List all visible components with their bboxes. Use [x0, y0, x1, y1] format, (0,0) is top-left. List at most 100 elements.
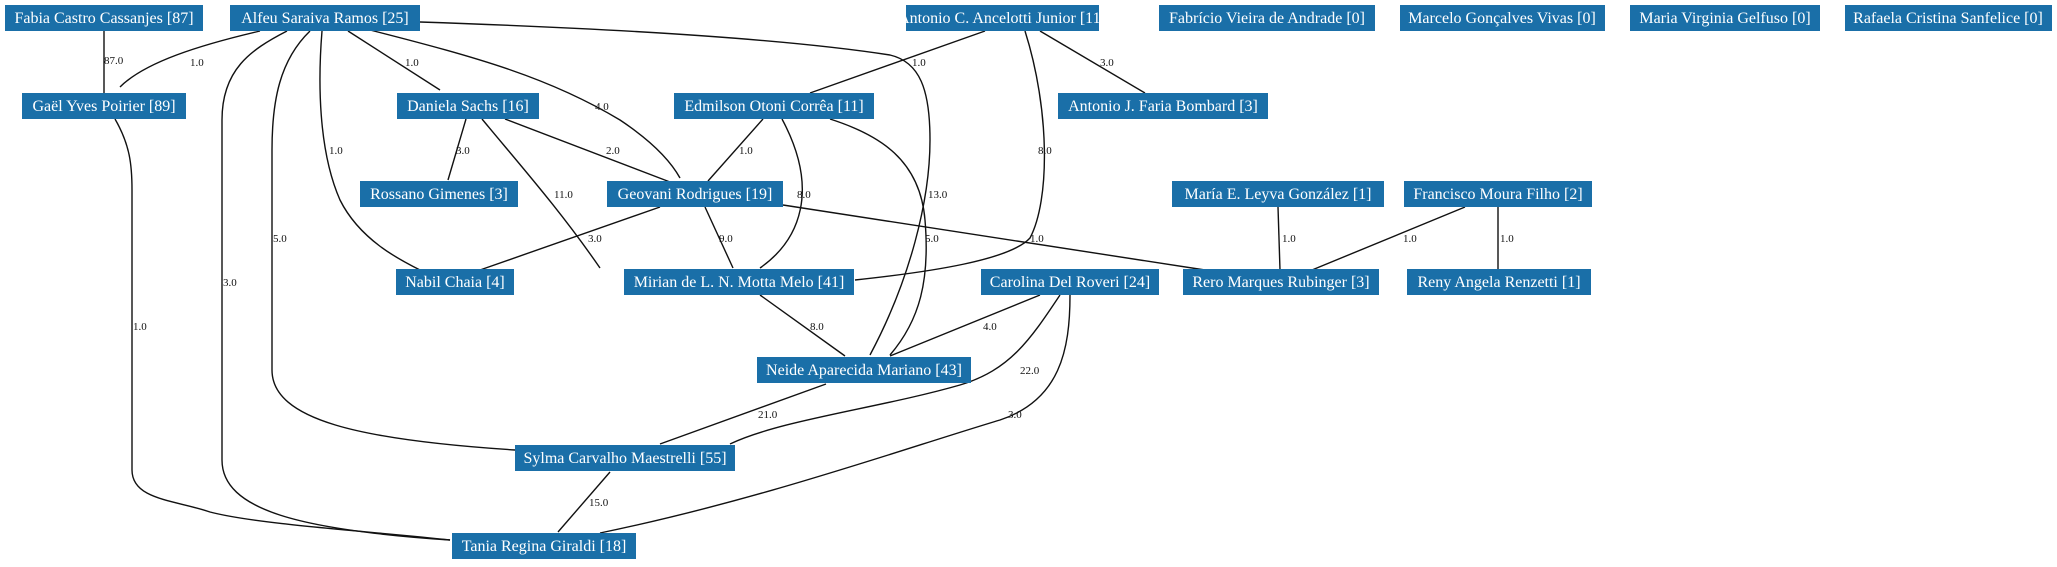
node-label: Gaël Yves Poirier [89] [32, 98, 175, 115]
edge-label-geovani-rero: 1.0 [1030, 233, 1044, 245]
edge-label-antonio_c-edmilson: 1.0 [912, 57, 926, 69]
edge-alfeu-neide [419, 21, 931, 356]
node-mirian[interactable]: Mirian de L. N. Motta Melo [41] [624, 269, 854, 295]
edge-label-alfeu-daniela: 1.0 [405, 57, 419, 69]
node-box [230, 5, 420, 31]
edge-label-daniela-rossano: 3.0 [456, 145, 470, 157]
edge-alfeu-geovani [369, 29, 681, 179]
edge-label-antonio_c-mirian: 8.0 [1038, 145, 1052, 157]
node-box [5, 5, 203, 31]
node-maria-e[interactable]: María E. Leyva González [1] [1172, 181, 1384, 207]
node-sylma[interactable]: Sylma Carvalho Maestrelli [55] [515, 445, 735, 471]
edge-label-carolina-sylma: 22.0 [1020, 365, 1040, 377]
node-tania[interactable]: Tania Regina Giraldi [18] [452, 533, 636, 559]
edges-layer: 87.0 1.0 1.0 4.0 1.0 5.0 3.0 13.0 1.0 3.… [103, 21, 1514, 541]
node-label: Mirian de L. N. Motta Melo [41] [634, 274, 845, 291]
node-label: Tania Regina Giraldi [18] [462, 538, 627, 555]
edge-antonio_c-mirian [854, 30, 1046, 281]
node-label: María E. Leyva González [1] [1184, 186, 1371, 203]
node-rero[interactable]: Rero Marques Rubinger [3] [1183, 269, 1379, 295]
edge-daniela-geovani [504, 118, 671, 183]
node-box [607, 181, 783, 207]
edge-label-alfeu-geovani: 4.0 [595, 101, 609, 113]
edge-alfeu-gael [119, 30, 261, 88]
edge-edmilson-mirian [759, 118, 803, 269]
node-daniela[interactable]: Daniela Sachs [16] [397, 93, 539, 119]
edge-label-fabia-gael: 87.0 [104, 55, 124, 67]
edge-daniela-rossano [447, 118, 467, 181]
edge-label-alfeu-neide: 13.0 [928, 189, 948, 201]
node-box [1400, 5, 1605, 31]
edge-carolina-neide [889, 294, 1041, 357]
node-nabil[interactable]: Nabil Chaia [4] [396, 269, 514, 295]
node-label: Antonio J. Faria Bombard [3] [1068, 98, 1258, 115]
edge-alfeu-nabil [319, 30, 421, 271]
node-rafaela[interactable]: Rafaela Cristina Sanfelice [0] [1845, 5, 2052, 31]
node-gael[interactable]: Gaël Yves Poirier [89] [22, 93, 186, 119]
node-label: Neide Aparecida Mariano [43] [766, 362, 962, 379]
node-maria-v[interactable]: Maria Virginia Gelfuso [0] [1630, 5, 1820, 31]
edge-label-geovani-mirian: 9.0 [719, 233, 733, 245]
node-fabia[interactable]: Fabia Castro Cassanjes [87] [5, 5, 203, 31]
edge-alfeu-sylma [271, 30, 516, 451]
node-label: Carolina Del Roveri [24] [990, 274, 1150, 291]
node-label: Antonio C. Ancelotti Junior [11] [898, 10, 1106, 27]
node-box [674, 93, 874, 119]
node-box [515, 445, 735, 471]
node-label: Alfeu Saraiva Ramos [25] [241, 10, 409, 27]
node-label: Marcelo Gonçalves Vivas [0] [1408, 10, 1596, 27]
node-label: Rero Marques Rubinger [3] [1192, 274, 1369, 291]
edge-label-alfeu-nabil: 1.0 [329, 145, 343, 157]
node-label: Geovani Rodrigues [19] [618, 186, 773, 203]
edge-label-edmilson-neide: 5.0 [925, 233, 939, 245]
node-neide[interactable]: Neide Aparecida Mariano [43] [757, 357, 971, 383]
edge-gael-tania [114, 118, 451, 541]
node-edmilson[interactable]: Edmilson Otoni Corrêa [11] [674, 93, 874, 119]
node-alfeu[interactable]: Alfeu Saraiva Ramos [25] [230, 5, 420, 31]
edge-alfeu-tania [221, 30, 451, 541]
node-reny[interactable]: Reny Angela Renzetti [1] [1407, 269, 1591, 295]
edge-carolina-tania [599, 294, 1071, 534]
node-box [452, 533, 636, 559]
node-antonio-j[interactable]: Antonio J. Faria Bombard [3] [1058, 93, 1268, 119]
edge-francisco-rero [1311, 206, 1466, 271]
edge-label-carolina-neide: 4.0 [983, 321, 997, 333]
edge-neide-sylma [659, 383, 827, 445]
edge-label-alfeu-gael: 1.0 [190, 57, 204, 69]
node-box [1404, 181, 1592, 207]
edge-label-alfeu-sylma: 5.0 [273, 233, 287, 245]
edge-geovani-rero [782, 204, 1206, 271]
node-marcelo[interactable]: Marcelo Gonçalves Vivas [0] [1400, 5, 1605, 31]
edge-label-daniela-geovani: 2.0 [606, 145, 620, 157]
node-francisco[interactable]: Francisco Moura Filho [2] [1404, 181, 1592, 207]
node-label: Daniela Sachs [16] [407, 98, 529, 115]
node-box [360, 181, 518, 207]
node-box [396, 269, 514, 295]
node-antonio-c[interactable]: Antonio C. Ancelotti Junior [11] [898, 5, 1106, 31]
nodes-layer: Fabia Castro Cassanjes [87] Alfeu Saraiv… [5, 5, 2052, 559]
node-box [981, 269, 1159, 295]
edge-mirian-neide [759, 294, 846, 357]
node-label: Francisco Moura Filho [2] [1413, 186, 1582, 203]
edge-label-alfeu-tania: 3.0 [223, 277, 237, 289]
node-box [22, 93, 186, 119]
edge-geovani-nabil [479, 206, 661, 271]
node-label: Maria Virginia Gelfuso [0] [1639, 10, 1810, 27]
node-rossano[interactable]: Rossano Gimenes [3] [360, 181, 518, 207]
node-label: Rossano Gimenes [3] [370, 186, 508, 203]
node-box [1183, 269, 1379, 295]
edge-sylma-tania [557, 471, 611, 533]
edge-label-edmilson-mirian: 8.0 [797, 189, 811, 201]
edge-antonio_c-antonio_j [1039, 30, 1146, 94]
node-box [624, 269, 854, 295]
node-fabricio[interactable]: Fabrício Vieira de Andrade [0] [1159, 5, 1375, 31]
node-box [1172, 181, 1384, 207]
node-box [1845, 5, 2052, 31]
node-label: Fabrício Vieira de Andrade [0] [1169, 10, 1365, 27]
node-label: Rafaela Cristina Sanfelice [0] [1853, 10, 2043, 27]
edge-label-geovani-nabil: 3.0 [588, 233, 602, 245]
node-geovani[interactable]: Geovani Rodrigues [19] [607, 181, 783, 207]
node-carolina[interactable]: Carolina Del Roveri [24] [981, 269, 1159, 295]
edge-carolina-sylma [729, 294, 1061, 445]
